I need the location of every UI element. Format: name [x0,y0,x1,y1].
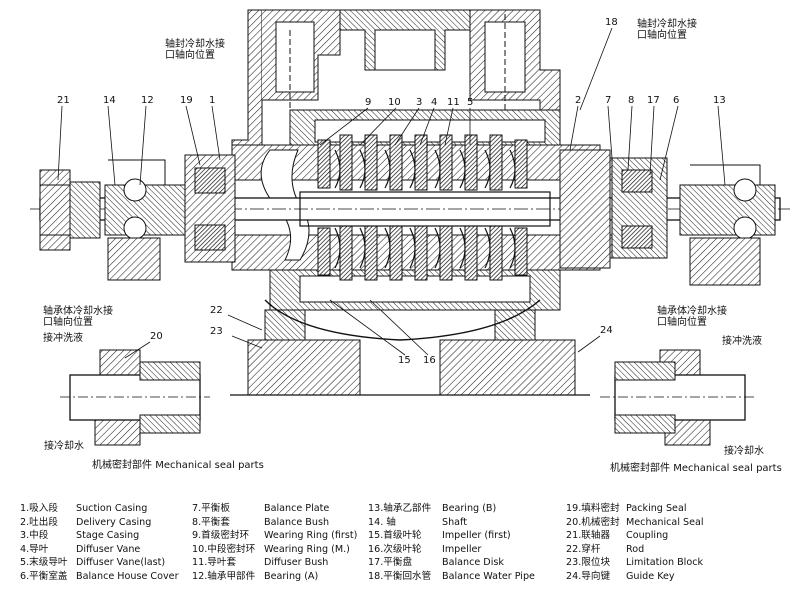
note-cooling-left: 接冷却水 [44,441,84,452]
balance-water-pipe [264,299,541,341]
note-shaft-seal-cooling-right: 轴封冷却水接口轴向位置 [637,19,697,41]
callout-13: 13 [713,95,726,106]
bearing-b [679,164,776,286]
foot-stands [230,309,590,396]
note-flush-left: 接冲洗液 [43,333,83,344]
callout-22: 22 [210,305,223,316]
note-bearing-cooling-right: 轴承体冷却水接口轴向位置 [657,306,727,328]
right-mechanical-seal-detail [600,349,755,446]
callout-18: 18 [605,17,618,28]
callout-8: 8 [628,95,635,106]
note-shaft-seal-cooling-left: 轴封冷却水接口轴向位置 [165,39,225,61]
seal-caption-left-en: Mechanical seal parts [155,460,264,471]
callout-15: 15 [398,355,411,366]
callout-3: 3 [416,97,423,108]
callout-2: 2 [575,95,582,106]
callout-6: 6 [673,95,680,106]
callout-19: 19 [180,95,193,106]
diffuser-vanes [334,149,516,269]
balance-disk-assembly [559,149,668,269]
callout-7: 7 [605,95,612,106]
callout-24: 24 [600,325,613,336]
seal-caption-right-en: Mechanical seal parts [673,463,782,474]
suction-nozzle [231,9,341,151]
callout-21: 21 [57,95,70,106]
note-cooling-right: 接冷却水 [724,446,764,457]
callout-20: 20 [150,331,163,342]
pump-cross-section-drawing [30,9,790,446]
note-bearing-cooling-left: 轴承体冷却水接口轴向位置 [43,306,113,328]
impeller-stages [317,134,528,281]
left-stuffing-box [184,154,236,263]
callout-23: 23 [210,326,223,337]
leader-lines [57,27,726,359]
seal-caption-right: 机械密封部件 Mechanical seal parts [610,463,782,474]
callout-1: 1 [209,95,216,106]
callout-11: 11 [447,97,460,108]
callout-14: 14 [103,95,116,106]
callout-4: 4 [431,97,438,108]
callout-12: 12 [141,95,154,106]
delivery-nozzle [469,9,561,141]
callout-16: 16 [423,355,436,366]
callout-9: 9 [365,97,372,108]
note-flush-right: 接冲洗液 [722,336,762,347]
coupling [39,169,101,251]
callout-5: 5 [467,97,474,108]
callout-10: 10 [388,97,401,108]
bearing-a [104,159,186,281]
seal-caption-right-cn: 机械密封部件 [610,463,670,474]
seal-caption-left: 机械密封部件 Mechanical seal parts [92,460,264,471]
seal-caption-left-cn: 机械密封部件 [92,460,152,471]
callout-17: 17 [647,95,660,106]
left-mechanical-seal-detail [60,349,210,446]
